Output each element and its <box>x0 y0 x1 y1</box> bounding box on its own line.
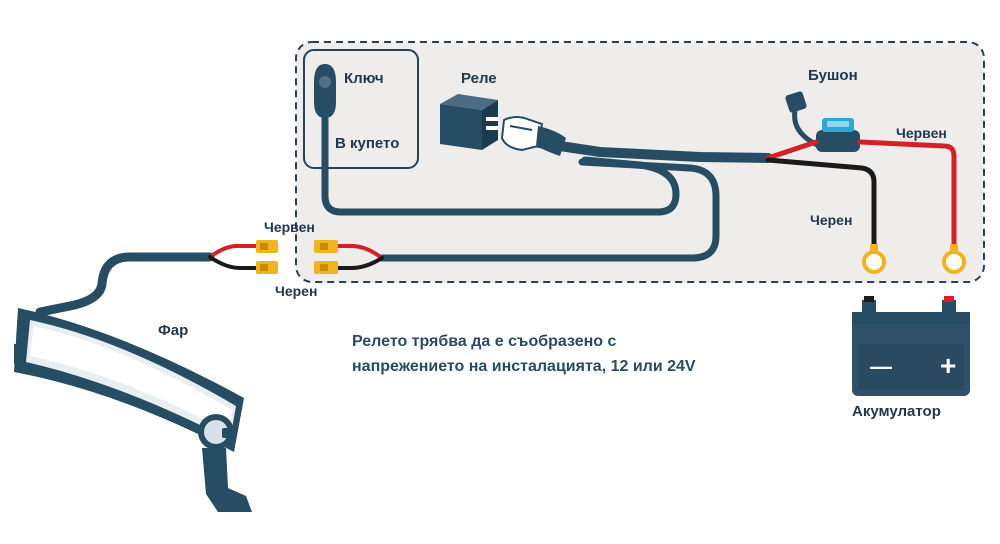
fuse-label: Бушон <box>808 67 858 84</box>
switch-knob-icon <box>314 64 336 118</box>
battery-icon <box>852 296 970 396</box>
relay-socket-icon <box>500 116 566 156</box>
lamp-connector <box>208 243 258 270</box>
lamp-connector-terminals <box>256 240 278 274</box>
relay-note-line-2: напрежението на инсталацията, 12 или 24V <box>352 358 696 375</box>
ring-terminals <box>862 244 966 274</box>
battery-wires <box>765 139 957 247</box>
switch-label: Ключ <box>344 70 384 87</box>
black-ring-terminal <box>862 250 886 274</box>
red-ring-terminal <box>942 250 966 274</box>
relay-icon <box>440 94 498 150</box>
harness-connector-terminals <box>314 240 338 274</box>
relay-label: Реле <box>461 70 497 87</box>
black-battery-wire-label: Черен <box>810 212 853 228</box>
red-battery-wire-label: Червен <box>896 125 947 141</box>
harness-connector <box>336 244 384 270</box>
lamp-label: Фар <box>158 322 189 339</box>
fuse-holder-icon <box>785 91 860 152</box>
black-lamp-wire-label: Черен <box>275 283 318 299</box>
red-lamp-wire-label: Червен <box>264 219 315 235</box>
battery-label: Акумулатор <box>852 403 941 420</box>
cabin-label: В купето <box>335 135 400 152</box>
battery-minus-sign: — <box>870 354 892 379</box>
switch-box <box>303 49 419 169</box>
light-bar-icon <box>14 308 252 512</box>
relay-note-line-1: Релето трябва да е съобразено с <box>352 333 617 350</box>
battery-plus-sign: + <box>940 350 957 381</box>
